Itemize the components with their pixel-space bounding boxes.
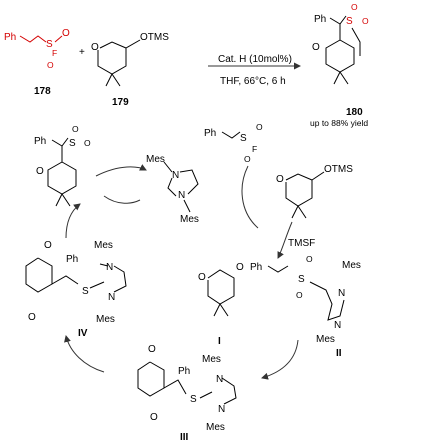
svg-text:O: O [362, 16, 369, 26]
arrow-catalyst-entry [103, 195, 141, 204]
svg-text:179: 179 [112, 97, 129, 108]
svg-text:O: O [84, 138, 91, 148]
svg-text:O: O [256, 122, 263, 132]
svg-text:S: S [46, 39, 53, 50]
svg-text:O: O [306, 254, 313, 264]
svg-text:Ph: Ph [66, 254, 78, 265]
cycle-silyl-enol-ether: O OTMS [276, 164, 353, 219]
svg-text:up to 88% yield: up to 88% yield [310, 118, 368, 128]
svg-text:S: S [190, 394, 197, 405]
svg-text:Mes: Mes [146, 154, 165, 165]
svg-text:O: O [244, 154, 251, 164]
arrow-sulfonyl-entry [241, 165, 259, 229]
conditions-catalyst: Cat. H (10mol%) [218, 54, 292, 65]
svg-text:N: N [106, 262, 113, 273]
intermediate-II: Ph O Mes S O N N Mes II [250, 254, 361, 359]
svg-text:Ph: Ph [178, 366, 190, 377]
svg-text:Mes: Mes [180, 214, 199, 225]
svg-text:178: 178 [34, 86, 51, 97]
svg-text:O: O [36, 166, 44, 177]
svg-text:Mes: Mes [206, 422, 225, 433]
svg-text:F: F [252, 144, 257, 154]
svg-text:Mes: Mes [316, 334, 335, 345]
svg-text:N: N [178, 190, 185, 201]
reactant-178: Ph S O F O 178 [4, 28, 70, 97]
svg-text:O: O [150, 412, 158, 423]
svg-text:O: O [44, 240, 52, 251]
svg-text:N: N [338, 288, 345, 299]
svg-text:O: O [296, 290, 303, 300]
svg-text:O: O [28, 312, 36, 323]
svg-text:OTMS: OTMS [324, 164, 353, 175]
svg-text:N: N [108, 292, 115, 303]
arrow-IV-to-product [65, 203, 81, 239]
svg-text:O: O [47, 60, 54, 70]
intermediate-I: O O I [198, 262, 244, 347]
arrow-catalyst-release [95, 164, 147, 177]
svg-text:I: I [218, 336, 221, 347]
svg-text:N: N [216, 374, 223, 385]
tmsf-label: TMSF [288, 238, 315, 249]
svg-text:Ph: Ph [314, 14, 326, 25]
intermediate-III: O Mes Ph S N N O Mes III [137, 344, 237, 443]
svg-text:S: S [298, 274, 305, 285]
svg-text:S: S [82, 286, 89, 297]
svg-text:S: S [346, 16, 353, 27]
product-180: Ph S O O O 180 up to 88% yield [310, 2, 369, 128]
plus-sign: + [79, 47, 85, 58]
svg-text:O: O [91, 42, 99, 53]
svg-text:Ph: Ph [4, 32, 16, 43]
svg-text:OTMS: OTMS [140, 32, 169, 43]
cycle-product: Ph S O O O [34, 124, 91, 207]
cycle-sulfonyl-fluoride: Ph S O F O [204, 122, 263, 164]
svg-text:Mes: Mes [96, 314, 115, 325]
svg-text:Ph: Ph [250, 262, 262, 273]
svg-text:S: S [69, 138, 76, 149]
svg-text:N: N [334, 320, 341, 331]
svg-text:O: O [236, 262, 244, 273]
svg-text:Ph: Ph [204, 128, 216, 139]
svg-text:Mes: Mes [342, 260, 361, 271]
svg-text:O: O [276, 174, 284, 185]
svg-text:N: N [218, 404, 225, 415]
arrow-to-II [277, 221, 293, 259]
svg-text:O: O [312, 42, 320, 53]
svg-text:IV: IV [78, 328, 88, 339]
svg-text:Mes: Mes [94, 240, 113, 251]
arrow-III-to-IV [64, 335, 105, 373]
svg-text:S: S [240, 133, 247, 144]
svg-text:O: O [62, 28, 70, 39]
svg-text:O: O [72, 124, 79, 134]
intermediate-IV: O Mes Ph S N N O Mes IV [25, 240, 127, 339]
svg-text:F: F [52, 48, 57, 58]
svg-text:N: N [172, 170, 179, 181]
arrow-II-to-III [261, 339, 299, 380]
svg-text:III: III [180, 432, 189, 443]
nhc-catalyst: Mes N N Mes [146, 154, 199, 225]
conditions-solvent: THF, 66°C, 6 h [220, 76, 286, 87]
svg-text:II: II [336, 348, 342, 359]
svg-text:O: O [148, 344, 156, 355]
svg-text:O: O [198, 272, 206, 283]
svg-text:Mes: Mes [202, 354, 221, 365]
svg-text:180: 180 [346, 107, 363, 118]
svg-text:O: O [351, 2, 358, 12]
reactant-179: O OTMS 179 [91, 32, 169, 108]
svg-text:Ph: Ph [34, 136, 46, 147]
